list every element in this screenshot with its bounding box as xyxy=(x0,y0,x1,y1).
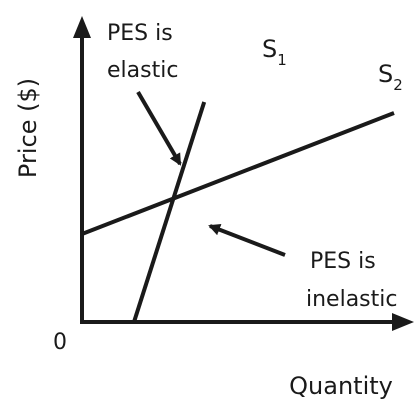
curve-label-s2-main: S xyxy=(378,60,393,88)
annotation-elastic-line2: elastic xyxy=(107,58,178,83)
x-axis-arrow xyxy=(392,313,414,331)
annotation-inelastic-arrow xyxy=(208,224,286,257)
x-axis-label: Quantity xyxy=(289,372,393,400)
annotation-elastic-line1: PES is xyxy=(107,21,173,46)
y-axis-label: Price ($) xyxy=(14,78,42,178)
curve-label-s2-sub: 2 xyxy=(393,76,403,94)
annotation-elastic-arrow xyxy=(136,90,182,166)
curve-label-s1-main: S xyxy=(262,35,277,63)
supply-curve-1 xyxy=(132,101,207,323)
y-axis-arrow xyxy=(73,16,91,38)
annotation-inelastic: PES is inelastic xyxy=(306,249,397,312)
supply-curve-2 xyxy=(81,111,395,236)
annotation-elastic: PES is elastic xyxy=(107,21,180,83)
annotation-inelastic-line1: PES is xyxy=(310,249,376,274)
curve-label-s1-sub: 1 xyxy=(277,51,287,69)
annotation-inelastic-line2: inelastic xyxy=(306,287,397,312)
origin-label: 0 xyxy=(53,330,67,355)
series-layer xyxy=(81,101,395,323)
curve-label-s2: S2 xyxy=(378,60,403,94)
curve-label-s1: S1 xyxy=(262,35,287,69)
